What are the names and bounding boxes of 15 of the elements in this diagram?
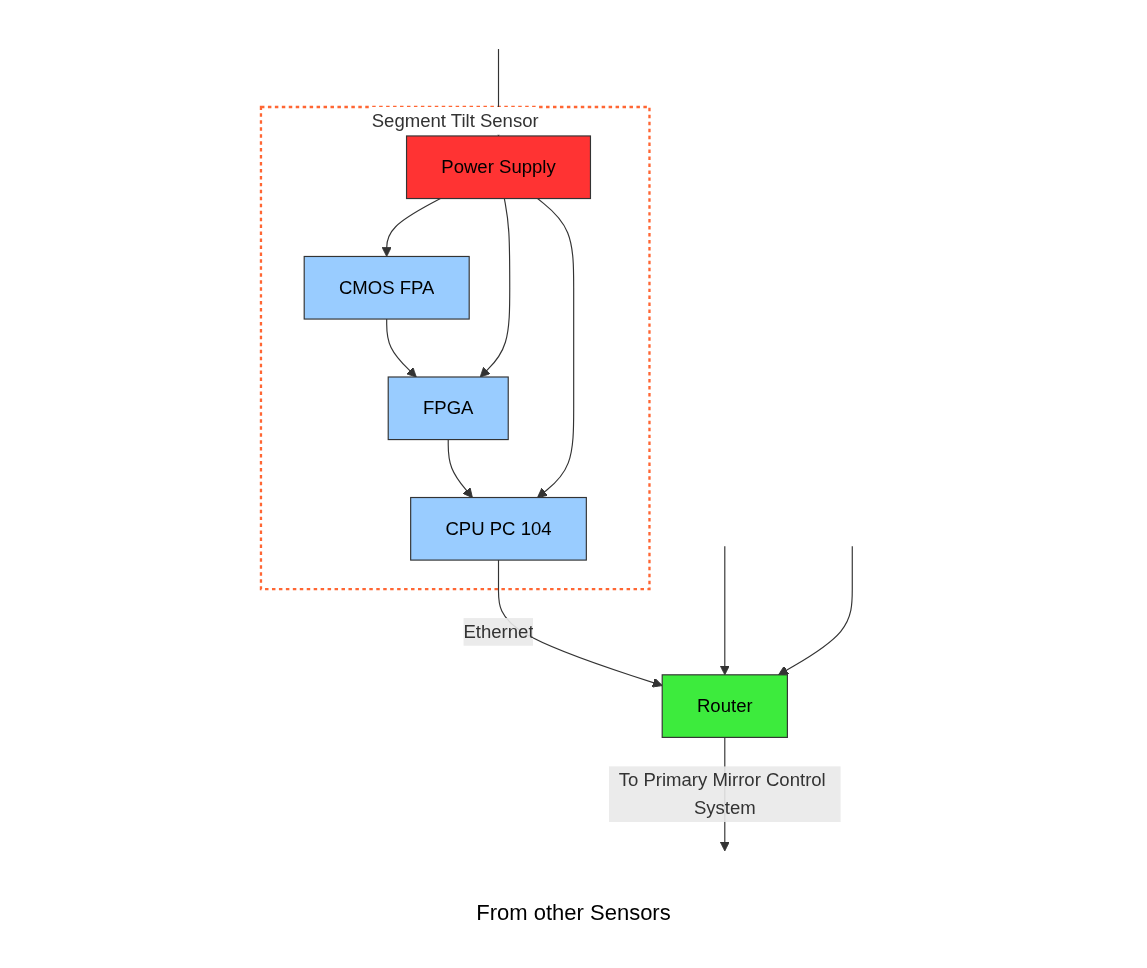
node-box: Router xyxy=(661,674,788,738)
edge-label: To Primary Mirror Control System xyxy=(618,769,826,818)
arrow xyxy=(381,197,441,257)
node-box: CMOS FPA xyxy=(303,255,470,320)
note-text: From other Sensors xyxy=(476,900,671,926)
arrow xyxy=(719,545,730,676)
node-box: FPGA xyxy=(387,376,509,441)
node-box: Power Supply xyxy=(405,135,591,200)
edge-label: Ethernet xyxy=(462,621,534,642)
arrow xyxy=(447,439,473,498)
node-box: CPU PC 104 xyxy=(409,496,587,561)
arrow xyxy=(777,545,853,676)
arrow xyxy=(536,197,574,498)
arrow xyxy=(385,318,417,378)
arrow xyxy=(479,197,510,378)
